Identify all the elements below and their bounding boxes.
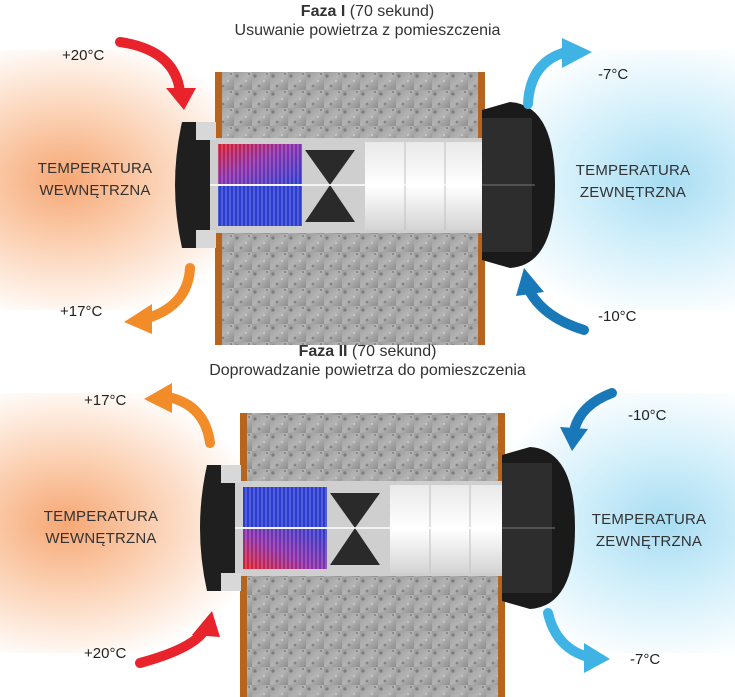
temp-indoor-in: +20°C xyxy=(62,47,105,64)
phase-2-outdoor-label: TEMPERATURA ZEWNĘTRZNA xyxy=(584,509,714,553)
phase-1-title-bold: Faza I xyxy=(300,3,346,20)
phase-1-indoor-label: TEMPERATURA WEWNĘTRZNA xyxy=(30,158,160,202)
warm-in-arrowhead xyxy=(166,88,196,110)
inner-grille-clip xyxy=(196,122,216,140)
phase-1-ventilator-diagram xyxy=(115,37,592,345)
phase-1-title: Faza I (70 sekund) xyxy=(0,3,735,21)
warm-in-arrow xyxy=(115,37,185,97)
inner-grille-clip xyxy=(196,230,216,248)
tube-body xyxy=(390,485,508,573)
inner-grille-clip xyxy=(221,465,241,483)
phase-2-subtitle: Doprowadzanie powietrza do pomieszczenia xyxy=(209,362,526,379)
temp-outdoor-out: -7°C xyxy=(630,651,661,668)
cold-out-arrowhead xyxy=(584,643,610,673)
cold-in-arrow xyxy=(525,287,589,335)
cold-out-arrowhead xyxy=(562,38,592,68)
warm-out-arrow xyxy=(143,263,195,323)
cold-out-arrow xyxy=(523,47,571,109)
phase-2-ventilator-diagram xyxy=(135,383,617,697)
outdoor-label-line1: TEMPERATURA xyxy=(591,511,707,528)
phase-2-title: Faza II (70 sekund) xyxy=(0,343,735,361)
cold-out-arrow xyxy=(543,608,593,662)
warm-out-arrowhead xyxy=(124,304,152,334)
indoor-label-line2: WEWNĘTRZNA xyxy=(45,530,157,547)
warm-out-arrow xyxy=(163,392,215,448)
outdoor-label-line2: ZEWNĘTRZNA xyxy=(595,533,703,550)
warm-in-arrowhead xyxy=(192,611,220,637)
cold-in-arrow xyxy=(569,388,617,436)
inner-grille-clip xyxy=(221,573,241,591)
temp-indoor-out: +17°C xyxy=(60,303,103,320)
tube-body xyxy=(365,142,485,230)
phase-1-panel: Faza I (70 sekund) Usuwanie powietrza z … xyxy=(0,0,735,345)
temp-outdoor-in: -10°C xyxy=(598,308,637,325)
temp-indoor-out: +17°C xyxy=(84,392,127,409)
outdoor-label-line2: ZEWNĘTRZNA xyxy=(579,184,687,201)
indoor-label-line1: TEMPERATURA xyxy=(43,508,159,525)
temp-outdoor-in: -10°C xyxy=(628,407,667,424)
cold-in-arrowhead xyxy=(516,268,544,296)
phase-1-duration: (70 sekund) xyxy=(345,3,435,20)
indoor-label-line1: TEMPERATURA xyxy=(37,160,153,177)
phase-2-panel: Faza II (70 sekund) Doprowadzanie powiet… xyxy=(0,343,735,697)
phase-2-duration: (70 sekund) xyxy=(347,343,437,360)
indoor-label-line2: WEWNĘTRZNA xyxy=(39,182,151,199)
temp-indoor-in: +20°C xyxy=(84,645,127,662)
phase-2-title-bold: Faza II xyxy=(298,343,348,360)
outdoor-label-line1: TEMPERATURA xyxy=(575,162,691,179)
phase-1-subtitle: Usuwanie powietrza z pomieszczenia xyxy=(234,22,501,39)
cold-in-arrowhead xyxy=(560,427,588,451)
fan-blades xyxy=(330,493,380,565)
fan-blades xyxy=(305,150,355,222)
temp-outdoor-out: -7°C xyxy=(598,66,629,83)
inner-grille xyxy=(200,465,235,591)
phase-2-indoor-label: TEMPERATURA WEWNĘTRZNA xyxy=(36,506,166,550)
phase-1-outdoor-label: TEMPERATURA ZEWNĘTRZNA xyxy=(568,160,698,204)
inner-grille xyxy=(175,122,210,248)
warm-out-arrowhead xyxy=(144,383,172,413)
